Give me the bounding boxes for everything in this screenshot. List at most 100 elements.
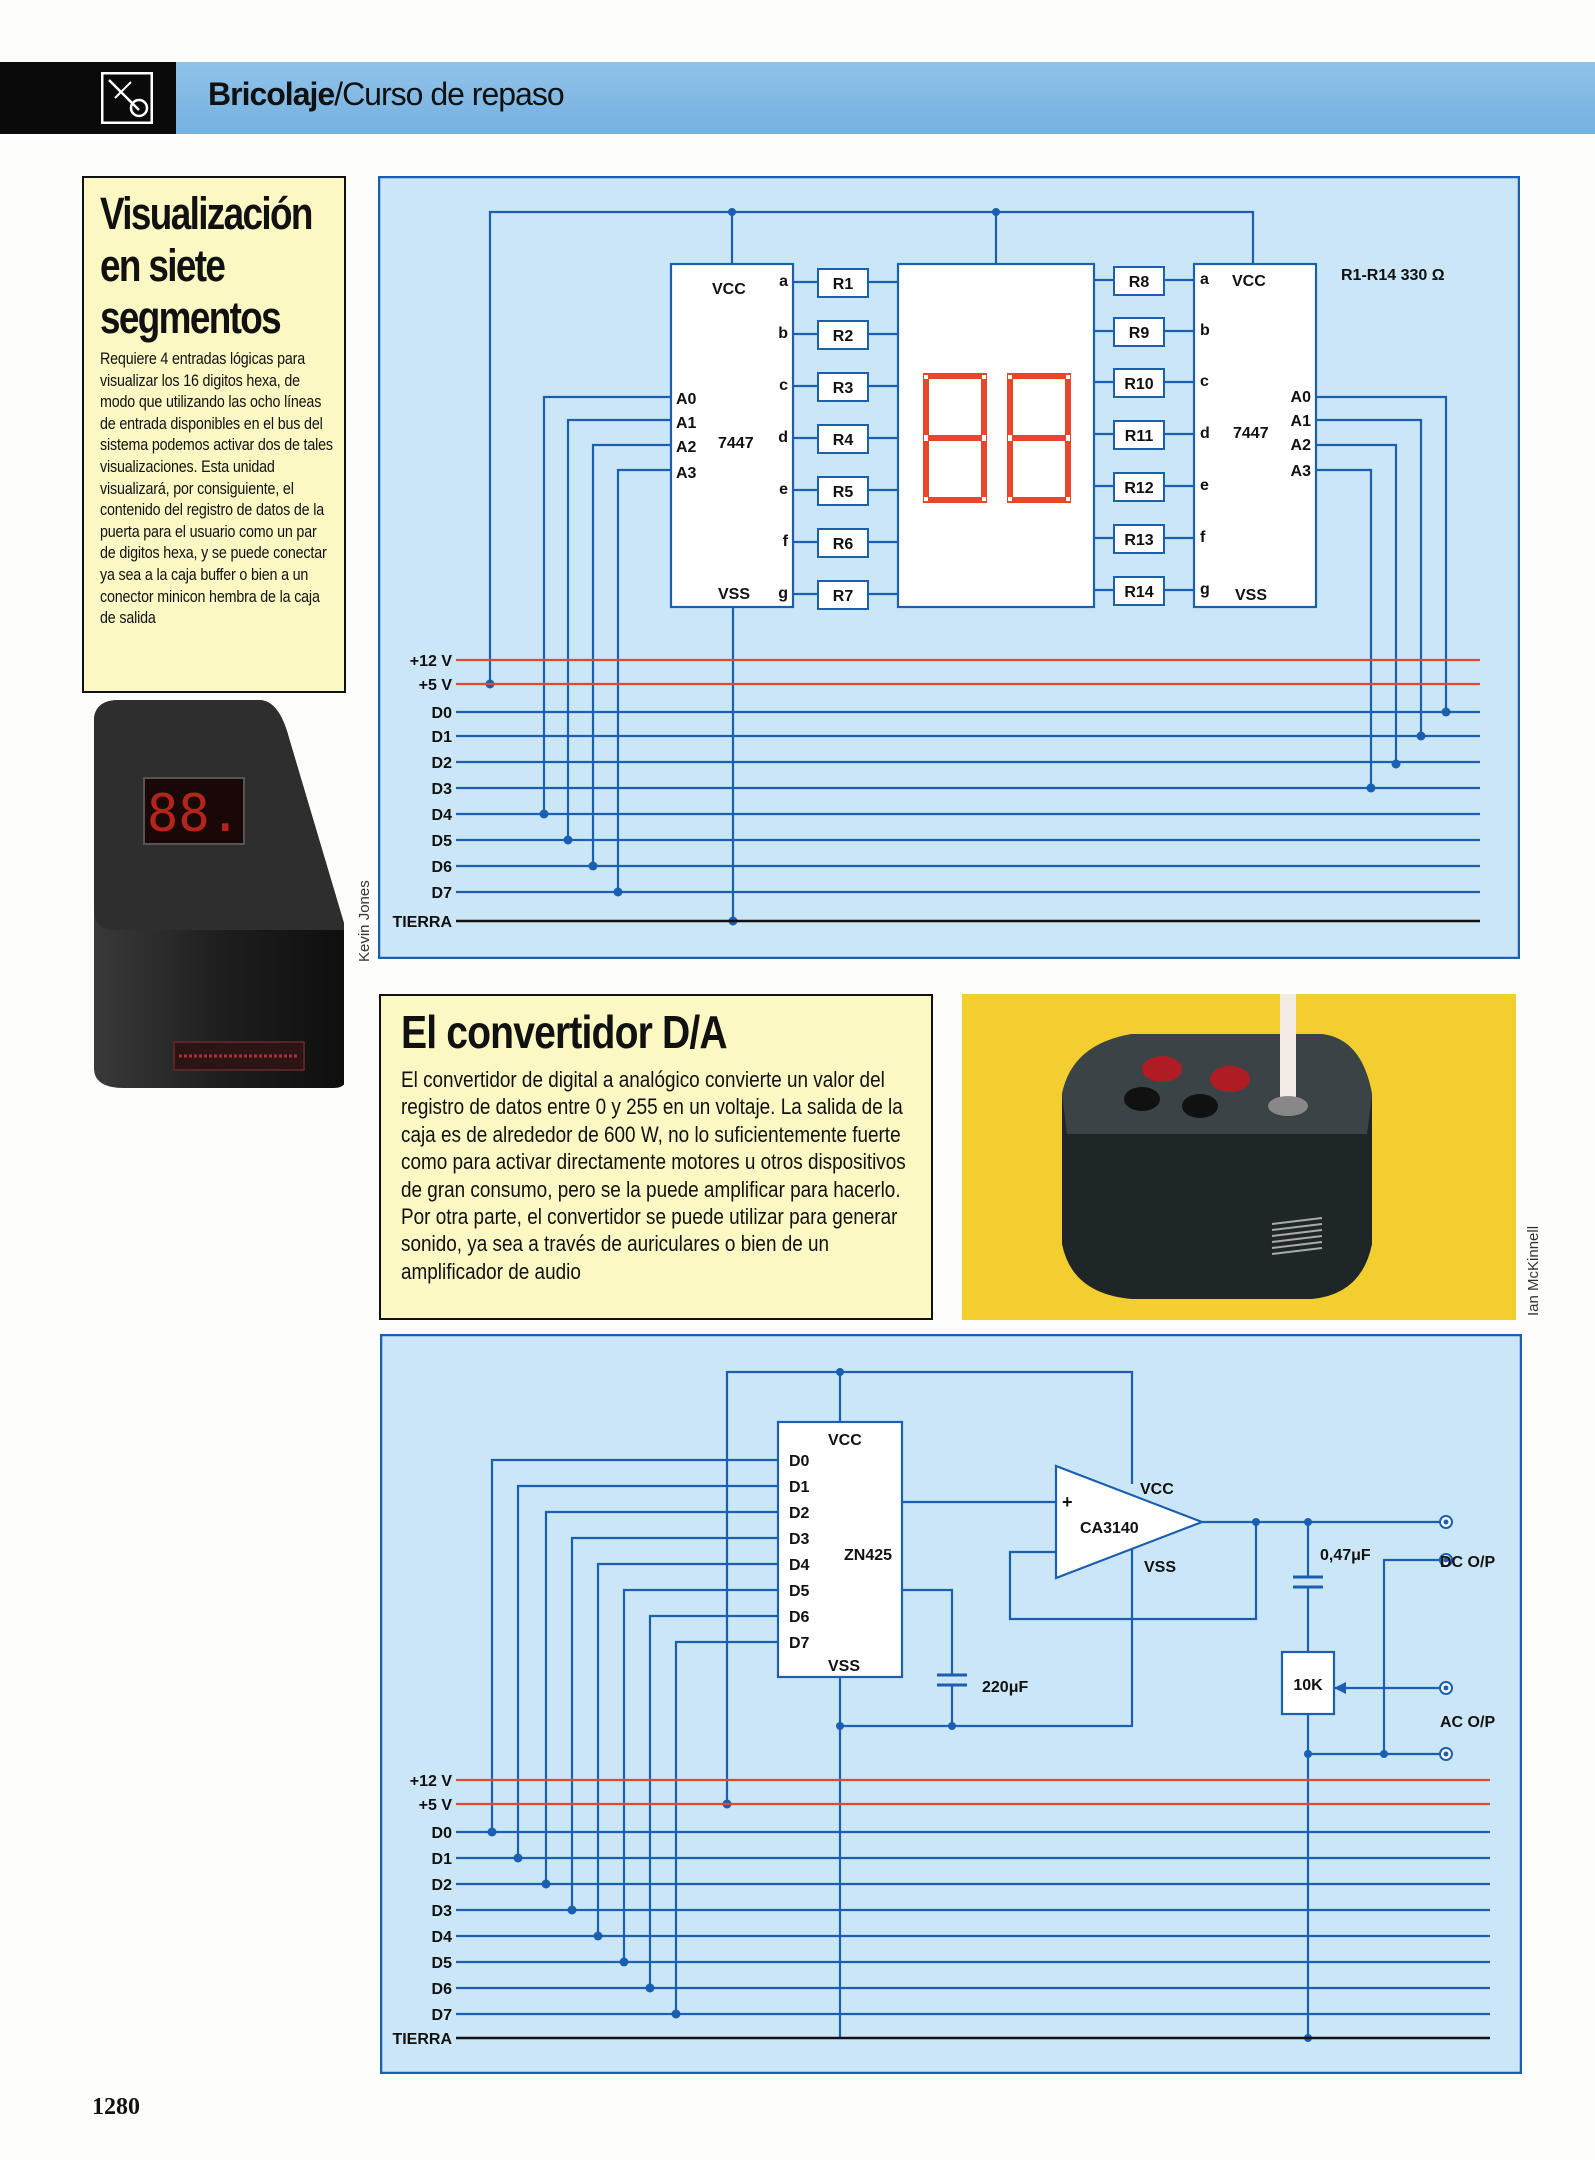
segment-pin: f [783, 533, 789, 550]
da-converter-circuit: +12 V +5 V D0 D1 D2 D3 D4 D5 D6 D7 TIERR… [380, 1334, 1522, 2074]
bus-label: +12 V [410, 653, 453, 670]
dac-input-label: D1 [789, 1479, 810, 1496]
dac-input-label: D0 [789, 1453, 810, 1470]
title-line: segmentos [100, 292, 282, 343]
da-converter-box: El convertidor D/A El convertidor de dig… [379, 994, 933, 1320]
potentiometer-10k: 10K [1280, 1650, 1346, 1716]
seven-segment-text: Requiere 4 entradas lógicas para visuali… [100, 349, 333, 628]
credit-kevin: Kevin Jones [356, 880, 373, 962]
segment-pin: e [779, 481, 788, 498]
segment-pin: e [1200, 477, 1209, 494]
dac-input-label: D3 [789, 1531, 810, 1548]
bus-label: D5 [432, 833, 453, 850]
chip-name: 7447 [1233, 425, 1269, 442]
chip-vcc-label: VCC [712, 281, 746, 298]
capacitor-plates [937, 1575, 1323, 1687]
photo-display-text: 88. [147, 784, 241, 844]
da-converter-text: El convertidor de digital a analógico co… [401, 1067, 906, 1284]
left-segment-wires [793, 280, 898, 596]
address-pin: A2 [676, 439, 697, 456]
credit-ian: Ian McKinnell [1525, 1225, 1542, 1316]
bus-label: TIERRA [392, 2031, 452, 2048]
title-line: Visualización [100, 188, 313, 239]
bus-label: D6 [432, 859, 453, 876]
dac-input-label: D5 [789, 1583, 810, 1600]
address-pin: A3 [676, 465, 697, 482]
header-section: Bricolaje [208, 76, 335, 112]
segment-pin: d [778, 429, 788, 446]
chip-vss-label: VSS [1235, 587, 1267, 604]
segment-pin: g [1200, 581, 1210, 598]
resistor-label: R1 [833, 276, 854, 293]
chip-vss-label: VSS [718, 586, 750, 603]
segment-pin: d [1200, 425, 1210, 442]
bus-label: D0 [432, 1825, 453, 1842]
bus-label: D2 [432, 755, 453, 772]
address-pin: A1 [1291, 413, 1312, 430]
resistor-label: R11 [1125, 428, 1154, 445]
bus-label: D1 [432, 729, 453, 746]
page-number: 1280 [92, 2094, 140, 2120]
opamp-name: CA3140 [1080, 1520, 1139, 1537]
opamp-vcc-label: VCC [1140, 1481, 1174, 1498]
resistor-label: R2 [833, 328, 854, 345]
bus-label: D2 [432, 1877, 453, 1894]
resistor-label: R13 [1124, 532, 1153, 549]
header-title: Bricolaje/Curso de repaso [208, 76, 565, 113]
segment-pin: a [1200, 271, 1209, 288]
seven-segment-display [896, 262, 1096, 609]
dac-input-label: D4 [789, 1557, 810, 1574]
bus-label: +5 V [419, 677, 453, 694]
header-bar [0, 62, 1595, 134]
chip-vss-label: VSS [828, 1658, 860, 1675]
resistor-label: R3 [833, 380, 854, 397]
pen-nib-icon [101, 72, 153, 124]
segment-pin: a [779, 273, 788, 290]
resistor-label: R9 [1129, 325, 1150, 342]
resistor-label: R12 [1124, 480, 1153, 497]
bus-label: TIERRA [392, 914, 452, 931]
chip-name: ZN425 [844, 1547, 892, 1564]
bus-label: D4 [432, 1929, 453, 1946]
circuit1-bus [456, 658, 1480, 923]
segment-pin: c [779, 377, 788, 394]
circuit2-bus [456, 1778, 1490, 2040]
bus-label: D0 [432, 705, 453, 722]
opamp-vss-label: VSS [1144, 1559, 1176, 1576]
seven-segment-title: Visualización en siete segmentos [100, 188, 338, 344]
bus-label: +12 V [410, 1773, 453, 1790]
resistor-label: R10 [1124, 376, 1153, 393]
seven-segment-box-photo: 88. [94, 700, 344, 1088]
segment-pin: b [1200, 322, 1210, 339]
resistor-label: R7 [833, 588, 854, 605]
dac-input-label: D6 [789, 1609, 810, 1626]
resistor-label: R5 [833, 484, 854, 501]
bus-label: D1 [432, 1851, 453, 1868]
segment-pin: c [1200, 373, 1209, 390]
segment-pin: b [778, 325, 788, 342]
circuit1-bus-labels: +12 V +5 V D0 D1 D2 D3 D4 D5 D6 D7 TIERR… [392, 653, 452, 931]
zn425-chip: VCC VSS ZN425 D0 D1 D2 D3 D4 D5 D6 D7 [776, 1420, 904, 1679]
right-7447-chip: VCC VSS 7447 A0 A1 A2 A3 a b c d e f g [1192, 262, 1318, 609]
resistor-label: R6 [833, 536, 854, 553]
chip-name: 7447 [718, 435, 754, 452]
ca3140-opamp: + CA3140 VCC VSS [1054, 1464, 1206, 1580]
title-line: en siete [100, 240, 226, 291]
seven-segment-circuit: +12 V +5 V D0 D1 D2 D3 D4 D5 D6 D7 TIERR… [378, 176, 1520, 959]
bus-label: D5 [432, 1955, 453, 1972]
resistor-note: R1-R14 330 Ω [1341, 267, 1445, 284]
da-converter-photo [962, 994, 1516, 1320]
bus-label: D6 [432, 1981, 453, 1998]
right-resistors: R8 R9 R10 R11 R12 R13 R14 [1113, 266, 1165, 606]
dac-input-label: D2 [789, 1505, 810, 1522]
bus-label: D4 [432, 807, 453, 824]
circuit2-bus-labels: +12 V +5 V D0 D1 D2 D3 D4 D5 D6 D7 TIERR… [392, 1773, 452, 2048]
chip-vcc-label: VCC [828, 1432, 862, 1449]
resistor-label: R14 [1124, 584, 1153, 601]
da-converter-title: El convertidor D/A [401, 1006, 728, 1058]
resistor-label: R8 [1129, 274, 1150, 291]
capacitor-047-label: 0,47μF [1320, 1547, 1371, 1564]
address-pin: A0 [1291, 389, 1312, 406]
header-separator: / [334, 76, 343, 112]
pot-label: 10K [1293, 1677, 1323, 1694]
